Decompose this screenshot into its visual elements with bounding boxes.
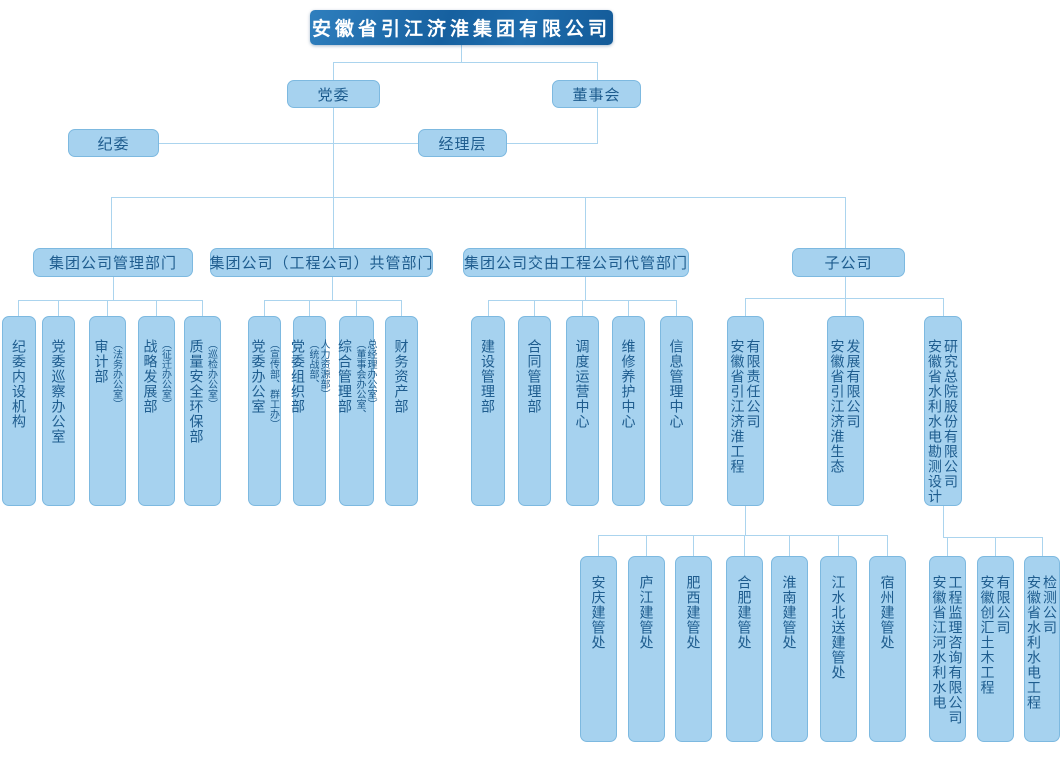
node-jiwei-internal-org: 纪委内设机构 xyxy=(2,316,36,506)
node-testing-co: 安徽省水利水电工程 检测公司 xyxy=(1024,556,1060,742)
node-sublabel: （法务办公室） xyxy=(110,339,122,409)
node-label: 合同管理部 xyxy=(526,339,543,414)
group-header-managed-departments: 集团公司管理部门 xyxy=(33,248,193,277)
node-board-of-directors: 董事会 xyxy=(552,80,641,108)
node-maintenance-center: 维修养护中心 xyxy=(612,316,645,506)
node-label: 肥西建管处 xyxy=(685,575,702,650)
node-label: 财务资产部 xyxy=(393,339,410,414)
node-label: 纪委内设机构 xyxy=(11,339,27,429)
node-label: 安徽省引江济淮工程 有限责任公司 xyxy=(729,339,762,474)
node-feixi-office: 肥西建管处 xyxy=(675,556,712,742)
node-label: 淮南建管处 xyxy=(781,575,798,650)
node-label: 党委巡察办公室 xyxy=(50,339,67,444)
node-sublabel: （董事会办公室、 总经理办公室） xyxy=(354,339,376,419)
node-jiangshuibeisong-office: 江水北送建管处 xyxy=(820,556,857,742)
node-label: 董事会 xyxy=(572,86,621,104)
node-label: 质量安全环保部 xyxy=(188,339,205,444)
node-party-organization-dept: 党委组织部 （统战部、 人力资源部） xyxy=(290,316,329,506)
node-anqing-office: 安庆建管处 xyxy=(580,556,617,742)
node-label: 党委 xyxy=(317,86,350,104)
node-label: 审计部 xyxy=(93,339,110,384)
node-label: 合肥建管处 xyxy=(736,575,753,650)
group-label: 集团公司（工程公司）共管部门 xyxy=(209,255,434,272)
node-label: 调度运营中心 xyxy=(574,339,591,429)
node-label: 维修养护中心 xyxy=(620,339,637,429)
node-strategy-development-dept: 战略发展部 （征迁办公室） xyxy=(138,316,175,506)
node-sublabel: （巡检办公室） xyxy=(205,339,217,409)
node-label: 综合管理部 xyxy=(337,339,353,414)
node-label: 安徽省江河水利水电 工程监理咨询有限公司 xyxy=(931,575,964,725)
node-label: 安徽省引江济淮生态 发展有限公司 xyxy=(829,339,862,474)
node-party-inspection-office: 党委巡察办公室 xyxy=(42,316,75,506)
group-header-delegated-departments: 集团公司交由工程公司代管部门 xyxy=(463,248,689,277)
node-sublabel: （征迁办公室） xyxy=(159,339,171,409)
group-label: 子公司 xyxy=(824,255,873,272)
node-label: 安庆建管处 xyxy=(590,575,607,650)
group-header-subsidiaries: 子公司 xyxy=(792,248,905,277)
node-quality-safety-env-dept: 质量安全环保部 （巡检办公室） xyxy=(184,316,221,506)
node-yjjh-engineering-co: 安徽省引江济淮工程 有限责任公司 xyxy=(727,316,764,506)
node-information-management-center: 信息管理中心 xyxy=(660,316,693,506)
node-finance-assets-dept: 财务资产部 xyxy=(385,316,418,506)
node-label: 安徽创汇土木工程 有限公司 xyxy=(979,575,1012,695)
node-hefei-office: 合肥建管处 xyxy=(726,556,763,742)
node-label: 安徽省水利水电勘测设计 研究总院股份有限公司 xyxy=(927,339,959,504)
node-sublabel: （宣传部、群工办） xyxy=(267,339,279,429)
node-label: 建设管理部 xyxy=(480,339,496,414)
node-label: 信息管理中心 xyxy=(668,339,685,429)
node-dispatch-operation-center: 调度运营中心 xyxy=(566,316,599,506)
node-discipline-committee: 纪委 xyxy=(68,129,159,157)
node-survey-design-institute: 安徽省水利水电勘测设计 研究总院股份有限公司 xyxy=(924,316,962,506)
org-root: 安徽省引江济淮集团有限公司 xyxy=(310,10,613,45)
node-yjjh-ecology-co: 安徽省引江济淮生态 发展有限公司 xyxy=(827,316,864,506)
node-label: 宿州建管处 xyxy=(879,575,896,650)
node-label: 经理层 xyxy=(438,135,487,153)
node-label: 庐江建管处 xyxy=(638,575,655,650)
org-root-label: 安徽省引江济淮集团有限公司 xyxy=(311,19,611,40)
node-label: 安徽省水利水电工程 检测公司 xyxy=(1026,575,1058,710)
node-label: 党委办公室 xyxy=(250,339,267,414)
node-label: 战略发展部 xyxy=(142,339,159,414)
node-party-office: 党委办公室 （宣传部、群工办） xyxy=(248,316,281,506)
node-label: 江水北送建管处 xyxy=(830,575,847,680)
group-header-comanaged-departments: 集团公司（工程公司）共管部门 xyxy=(210,248,433,277)
group-label: 集团公司管理部门 xyxy=(48,255,177,272)
node-general-management-dept: 综合管理部 （董事会办公室、 总经理办公室） xyxy=(337,316,376,506)
node-chuanghui-civil-co: 安徽创汇土木工程 有限公司 xyxy=(977,556,1014,742)
node-huainan-office: 淮南建管处 xyxy=(771,556,808,742)
node-suzhou-office: 宿州建管处 xyxy=(869,556,906,742)
node-construction-management-dept: 建设管理部 xyxy=(471,316,505,506)
group-label: 集团公司交由工程公司代管部门 xyxy=(464,255,689,272)
node-contract-management-dept: 合同管理部 xyxy=(518,316,551,506)
node-lujiang-office: 庐江建管处 xyxy=(628,556,665,742)
node-party-committee: 党委 xyxy=(287,80,380,108)
node-label: 纪委 xyxy=(97,135,130,153)
node-audit-dept: 审计部 （法务办公室） xyxy=(89,316,126,506)
node-management-layer: 经理层 xyxy=(418,129,507,157)
node-sublabel: （统战部、 人力资源部） xyxy=(307,339,329,399)
node-label: 党委组织部 xyxy=(290,339,306,414)
node-jianghe-supervision-co: 安徽省江河水利水电 工程监理咨询有限公司 xyxy=(929,556,966,742)
